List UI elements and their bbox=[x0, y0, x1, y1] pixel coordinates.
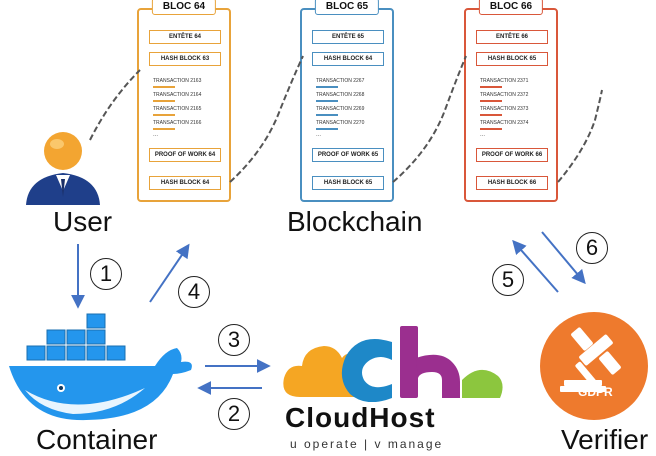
bloc-header: ENTÊTE 65 bbox=[312, 30, 384, 44]
transaction-underline bbox=[480, 128, 502, 130]
transaction-underline bbox=[480, 86, 502, 88]
proof-of-work: PROOF OF WORK 66 bbox=[476, 148, 548, 162]
bloc-64: BLOC 64 ENTÊTE 64 HASH BLOCK 63 TRANSACT… bbox=[137, 0, 231, 202]
proof-of-work: PROOF OF WORK 65 bbox=[312, 148, 384, 162]
transaction: TRANSACTION 2163 bbox=[153, 78, 202, 84]
transaction: TRANSACTION 2270 bbox=[316, 120, 365, 126]
gdpr-label: GDPR bbox=[578, 385, 613, 399]
bloc-66: BLOC 66 ENTÊTE 66 HASH BLOCK 65 TRANSACT… bbox=[464, 0, 558, 202]
transaction-underline bbox=[153, 86, 175, 88]
transaction: TRANSACTION 2166 bbox=[153, 120, 202, 126]
bloc-65: BLOC 65 ENTÊTE 65 HASH BLOCK 64 TRANSACT… bbox=[300, 0, 394, 202]
bloc-title: BLOC 65 bbox=[314, 0, 380, 15]
step-6: 6 bbox=[576, 232, 608, 264]
transaction: TRANSACTION 2164 bbox=[153, 92, 202, 98]
gavel-icon bbox=[540, 312, 648, 420]
step-5: 5 bbox=[492, 264, 524, 296]
blockchain-label: Blockchain bbox=[287, 206, 423, 237]
transaction: TRANSACTION 2165 bbox=[153, 106, 202, 112]
arrow-blockchain-to-verifier bbox=[541, 231, 586, 285]
user-avatar-icon bbox=[26, 132, 100, 205]
proof-of-work: PROOF OF WORK 64 bbox=[149, 148, 221, 162]
transaction-underline bbox=[153, 100, 175, 102]
chain-link-icon bbox=[557, 89, 603, 183]
transaction: TRANSACTION 2373 bbox=[480, 106, 529, 112]
step-4: 4 bbox=[178, 276, 210, 308]
verifier-label: Verifier bbox=[561, 424, 649, 455]
bloc-title: BLOC 66 bbox=[478, 0, 544, 15]
cloudhost-name: CloudHost bbox=[285, 402, 436, 433]
ellipsis: ... bbox=[316, 132, 322, 138]
prev-hash: HASH BLOCK 65 bbox=[476, 52, 548, 66]
transaction-underline bbox=[316, 100, 338, 102]
ellipsis: ... bbox=[480, 132, 486, 138]
transaction-underline bbox=[480, 114, 502, 116]
transaction-underline bbox=[316, 128, 338, 130]
transaction: TRANSACTION 2269 bbox=[316, 106, 365, 112]
docker-whale-icon bbox=[9, 313, 192, 421]
chain-link-icon bbox=[392, 55, 467, 183]
arrow-container-to-blockchain bbox=[149, 243, 190, 303]
bloc-title: BLOC 64 bbox=[151, 0, 217, 15]
bloc-header: ENTÊTE 66 bbox=[476, 30, 548, 44]
block-hash: HASH BLOCK 65 bbox=[312, 176, 384, 190]
step-2: 2 bbox=[218, 398, 250, 430]
step-3: 3 bbox=[218, 324, 250, 356]
user-label: User bbox=[53, 206, 113, 237]
block-hash: HASH BLOCK 64 bbox=[149, 176, 221, 190]
chain-link-icon bbox=[229, 55, 304, 183]
prev-hash: HASH BLOCK 63 bbox=[149, 52, 221, 66]
block-hash: HASH BLOCK 66 bbox=[476, 176, 548, 190]
prev-hash: HASH BLOCK 64 bbox=[312, 52, 384, 66]
transaction-underline bbox=[316, 114, 338, 116]
ellipsis: ... bbox=[153, 132, 159, 138]
chain-link-icon bbox=[89, 69, 141, 141]
transaction-underline bbox=[480, 100, 502, 102]
bloc-header: ENTÊTE 64 bbox=[149, 30, 221, 44]
arrow-verifier-to-blockchain bbox=[512, 239, 559, 293]
container-label: Container bbox=[36, 424, 158, 455]
transaction: TRANSACTION 2372 bbox=[480, 92, 529, 98]
cloudhost-logo bbox=[283, 326, 503, 402]
transaction: TRANSACTION 2267 bbox=[316, 78, 365, 84]
step-1: 1 bbox=[90, 258, 122, 290]
transaction-underline bbox=[153, 114, 175, 116]
transaction: TRANSACTION 2268 bbox=[316, 92, 365, 98]
transaction: TRANSACTION 2374 bbox=[480, 120, 529, 126]
transaction-underline bbox=[316, 86, 338, 88]
transaction: TRANSACTION 2371 bbox=[480, 78, 529, 84]
cloudhost-tagline: u operate | v manage bbox=[290, 437, 444, 451]
transaction-underline bbox=[153, 128, 175, 130]
